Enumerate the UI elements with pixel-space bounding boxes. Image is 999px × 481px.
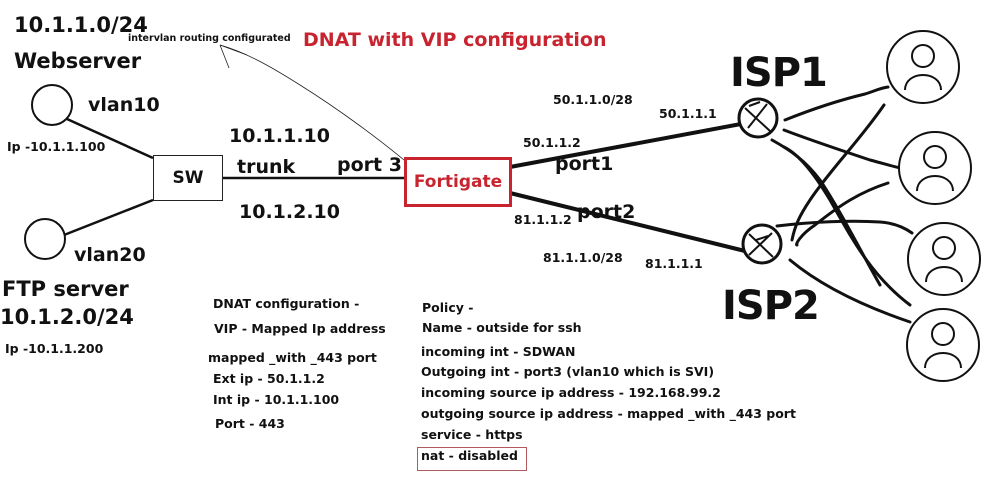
dnat-int-ip: Int ip - 10.1.1.100 xyxy=(213,392,340,407)
link-port2-isp2 xyxy=(509,191,746,253)
isp-user-links xyxy=(770,85,914,324)
isp2-label: ISP2 xyxy=(722,283,820,329)
fortigate-label: Fortigate xyxy=(413,172,503,192)
link-ftp-sw xyxy=(63,198,154,237)
policy-outgoing-src: outgoing source ip address - mapped _wit… xyxy=(421,406,796,421)
link-port1-isp1 xyxy=(509,122,742,169)
isp1-gateway-ip: 50.1.1.1 xyxy=(659,106,717,121)
fortigate-port2-label: port2 xyxy=(577,201,636,223)
dnat-vip-name: mapped _with _443 port xyxy=(208,350,377,365)
switch-node[interactable]: SW xyxy=(153,155,223,201)
user-node-3[interactable] xyxy=(907,222,981,296)
ftp-ip: Ip -10.1.1.200 xyxy=(5,341,104,356)
policy-name: Name - outside for ssh xyxy=(422,320,582,335)
user-icon xyxy=(932,236,956,260)
user-icon xyxy=(931,322,955,346)
user-icon xyxy=(911,44,935,68)
trunk-label: trunk xyxy=(237,156,296,178)
user-node-2[interactable] xyxy=(898,131,972,205)
isp2-gateway-ip: 81.1.1.1 xyxy=(645,256,703,271)
isp2-subnet: 81.1.1.0/28 xyxy=(543,250,623,265)
nat-highlight-box xyxy=(417,447,527,471)
switch-label: SW xyxy=(172,168,204,188)
trunk-ip-vlan20: 10.1.2.10 xyxy=(239,201,340,223)
isp2-router-icon[interactable] xyxy=(741,223,783,265)
user-icon xyxy=(923,145,947,169)
fortigate-port1-ip: 50.1.1.2 xyxy=(523,135,581,150)
link-webserver-sw xyxy=(66,117,154,160)
isp1-subnet: 50.1.1.0/28 xyxy=(553,92,633,107)
webserver-vlan: vlan10 xyxy=(88,94,160,116)
dnat-port: Port - 443 xyxy=(215,416,285,431)
fortigate-node[interactable]: Fortigate xyxy=(404,157,512,207)
policy-service: service - https xyxy=(421,427,523,442)
dnat-heading: DNAT configuration - xyxy=(213,296,360,311)
fortigate-port1-label: port1 xyxy=(555,153,614,175)
policy-heading: Policy - xyxy=(422,300,474,315)
diagram-title: DNAT with VIP configuration xyxy=(303,29,607,51)
ftp-server-node[interactable] xyxy=(24,218,66,260)
policy-nat: nat - disabled xyxy=(421,448,518,463)
policy-incoming-int: incoming int - SDWAN xyxy=(421,344,576,359)
isp1-router-icon[interactable] xyxy=(737,97,779,139)
fortigate-port3-label: port 3 xyxy=(337,154,402,176)
webserver-node[interactable] xyxy=(31,84,73,126)
isp1-label: ISP1 xyxy=(730,50,828,96)
annotation-arrowhead xyxy=(219,44,248,69)
policy-outgoing-int: Outgoing int - port3 (vlan10 which is SV… xyxy=(421,364,715,379)
ftp-label: FTP server xyxy=(2,277,129,301)
user-node-1[interactable] xyxy=(886,30,960,104)
intervlan-annotation: intervlan routing configurated xyxy=(128,33,291,44)
ftp-subnet: 10.1.2.0/24 xyxy=(0,305,134,329)
webserver-label: Webserver xyxy=(14,49,142,73)
dnat-ext-ip: Ext ip - 50.1.1.2 xyxy=(213,371,325,386)
user-node-4[interactable] xyxy=(906,308,980,382)
ftp-vlan: vlan20 xyxy=(74,244,146,266)
webserver-subnet: 10.1.1.0/24 xyxy=(14,13,148,37)
dnat-vip: VIP - Mapped Ip address xyxy=(214,321,386,336)
policy-incoming-src: incoming source ip address - 192.168.99.… xyxy=(421,385,721,400)
trunk-ip-vlan10: 10.1.1.10 xyxy=(229,125,330,147)
fortigate-port2-ip: 81.1.1.2 xyxy=(514,212,572,227)
webserver-ip: Ip -10.1.1.100 xyxy=(7,139,106,154)
